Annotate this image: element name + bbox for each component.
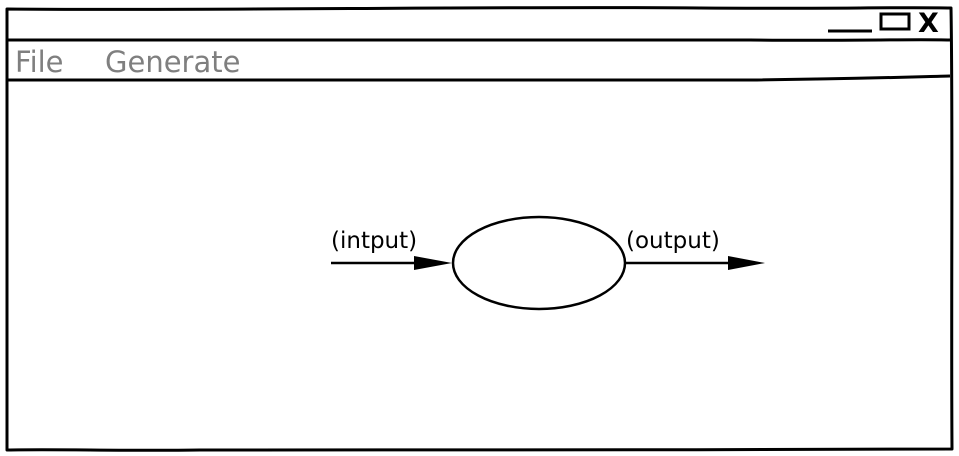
- output-arrow: [626, 256, 765, 270]
- menu-generate[interactable]: Generate: [105, 45, 241, 79]
- close-icon: X: [918, 8, 939, 39]
- titlebar-divider: [6, 37, 951, 43]
- process-node: [451, 215, 627, 311]
- menu-file[interactable]: File: [15, 45, 64, 79]
- minimize-button[interactable]: [826, 18, 874, 36]
- menubar-divider: [6, 74, 951, 83]
- close-button[interactable]: X: [916, 8, 944, 39]
- close-glyph: X: [918, 8, 939, 36]
- output-label: (output): [626, 228, 720, 254]
- maximize-button[interactable]: [878, 10, 912, 34]
- maximize-icon: [879, 12, 911, 31]
- input-label: (intput): [331, 228, 418, 254]
- window-border: [5, 6, 954, 452]
- minimize-icon: [828, 29, 872, 33]
- input-arrow: [331, 256, 452, 270]
